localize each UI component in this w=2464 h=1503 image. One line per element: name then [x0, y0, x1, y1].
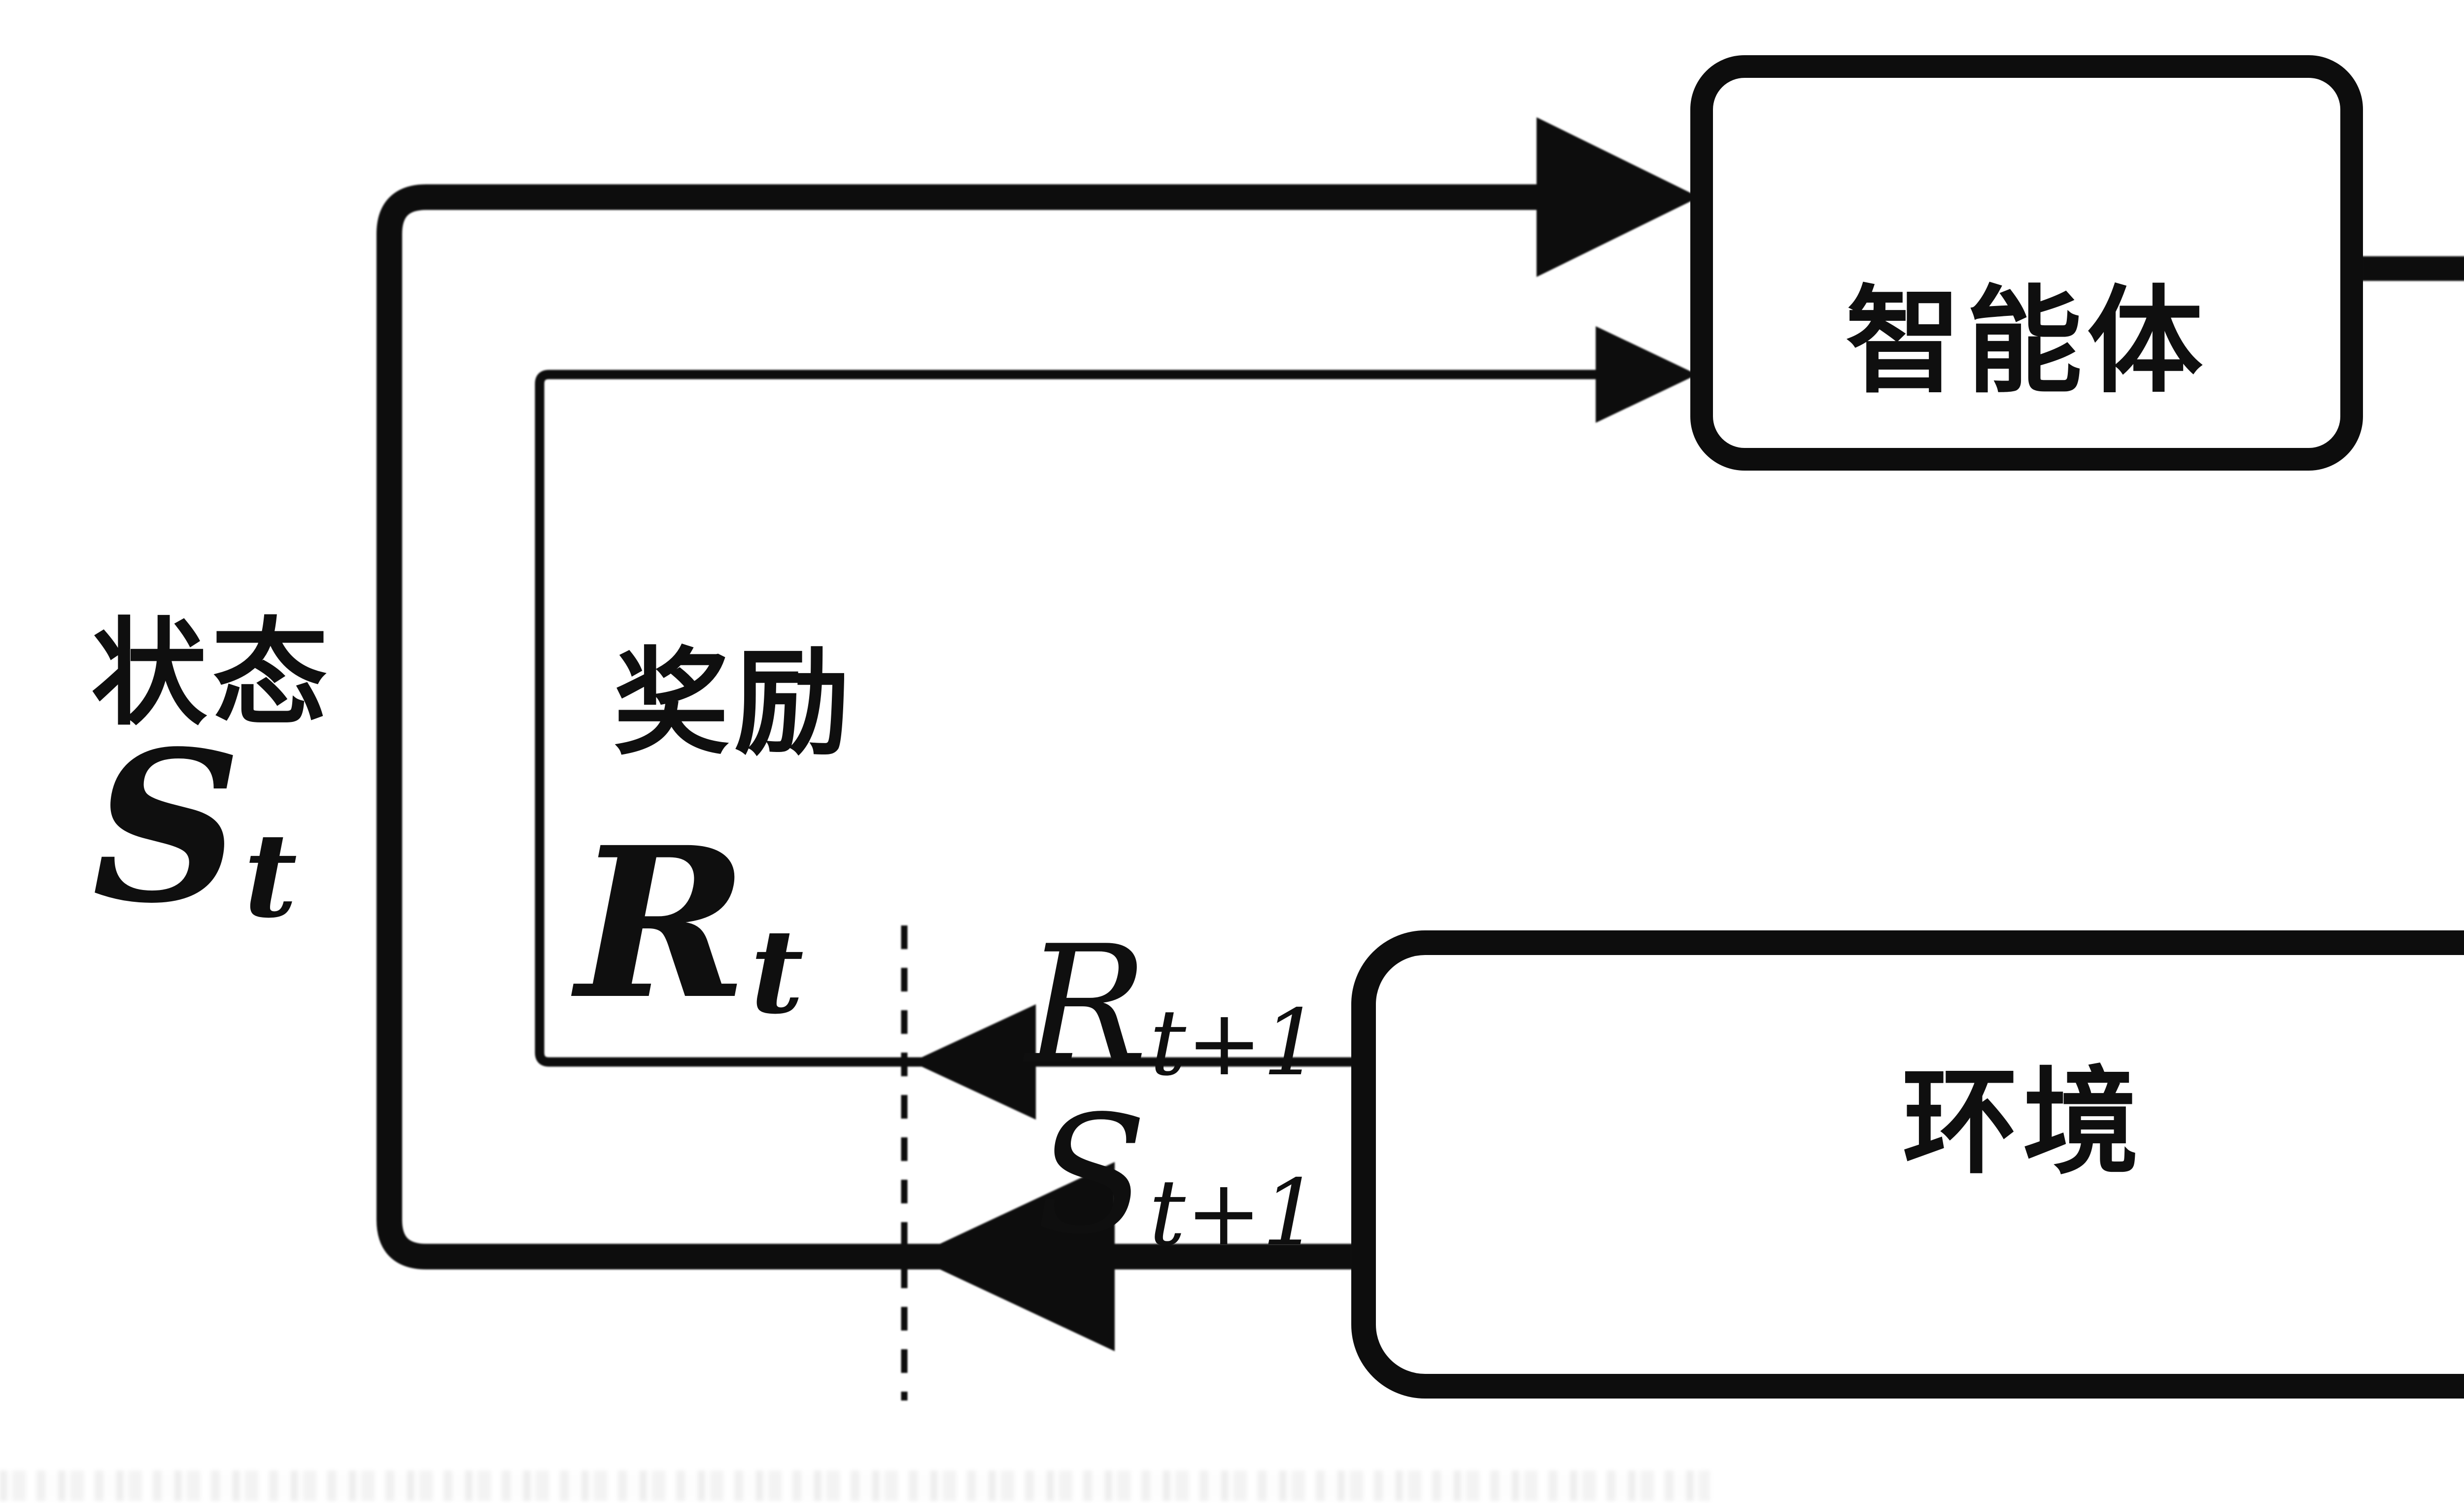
environment-box: 环境: [1351, 930, 2464, 1399]
reward-into-agent-arrowhead: [1596, 326, 1697, 423]
next-state-symbol: St+1: [1036, 1094, 1320, 1258]
agent-box: 智能体: [1690, 55, 2363, 471]
reward-symbol-main: R: [576, 802, 748, 1045]
reward-symbol: Rt: [576, 820, 804, 1030]
reward-caption: 奖励: [614, 640, 855, 769]
next-state-symbol-sub: t+1: [1149, 1159, 1320, 1266]
next-state-arrowhead: [913, 1162, 1115, 1351]
clipped-caption-strip: [0, 1470, 1710, 1501]
next-reward-symbol-sub: t+1: [1149, 989, 1321, 1096]
state-caption: 状态: [91, 611, 333, 739]
reward-loop-line: [535, 370, 1597, 1067]
agent-label: 智能体: [1846, 278, 2208, 407]
reward-symbol-sub: t: [750, 903, 804, 1040]
next-state-symbol-main: S: [1035, 1081, 1147, 1270]
state-symbol: St: [92, 724, 298, 934]
state-loop-line: [376, 184, 1545, 1269]
next-reward-symbol-main: R: [1025, 911, 1148, 1100]
environment-label: 环境: [1902, 1059, 2144, 1188]
state-symbol-sub: t: [243, 807, 298, 944]
next-reward-symbol: Rt+1: [1026, 924, 1321, 1088]
state-symbol-main: S: [92, 706, 241, 949]
next-reward-arrowhead: [912, 1004, 1036, 1120]
state-into-agent-arrowhead: [1537, 117, 1699, 277]
